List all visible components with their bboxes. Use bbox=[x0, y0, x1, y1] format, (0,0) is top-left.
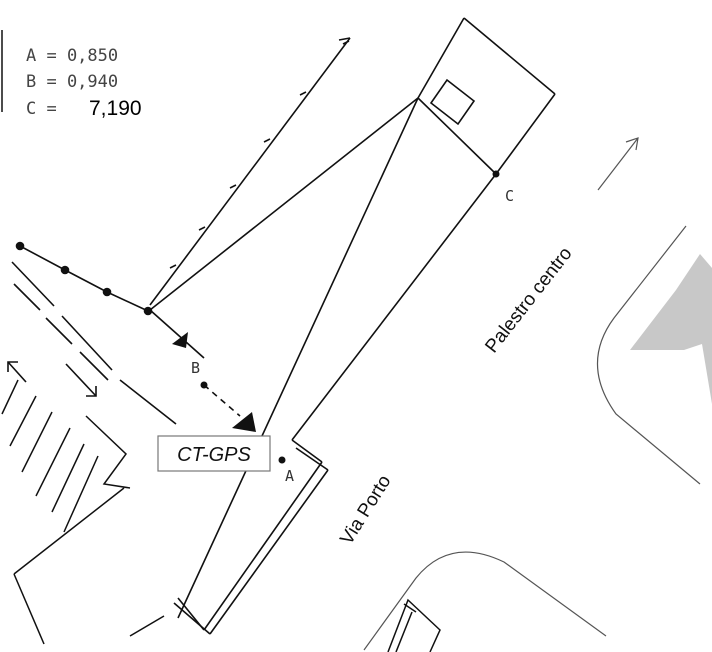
lane-arrow-down bbox=[65, 363, 97, 397]
direction-arrow bbox=[597, 137, 639, 191]
dash-segment bbox=[13, 283, 41, 311]
tick bbox=[263, 138, 271, 143]
bottom-building-cap bbox=[403, 603, 417, 613]
bottom-building bbox=[387, 598, 441, 652]
parking-kerb bbox=[85, 415, 131, 489]
legend-line-a: A = 0,850 bbox=[26, 46, 118, 66]
dash-segment bbox=[79, 351, 109, 381]
parking-stripe bbox=[21, 411, 53, 473]
fence-line bbox=[15, 241, 153, 316]
direction-marker-bottom bbox=[232, 412, 256, 432]
ct-gps-tag: CT-GPS bbox=[157, 435, 271, 472]
lane-arrows bbox=[7, 361, 97, 397]
dash-segment bbox=[45, 317, 73, 345]
lane-arrow-up-head bbox=[7, 361, 18, 372]
ticked-line bbox=[149, 37, 351, 306]
left-wall bbox=[149, 97, 419, 311]
strip-top-left-edge bbox=[417, 17, 465, 99]
kerb-bottom bbox=[363, 551, 607, 651]
bottom-building-inner bbox=[395, 611, 413, 652]
strip-top-edge bbox=[463, 17, 556, 95]
kerb-right bbox=[596, 225, 701, 485]
parking-lower-edge-2 bbox=[13, 573, 45, 645]
parking-lower-edge bbox=[13, 487, 125, 575]
point-c-marker bbox=[492, 170, 500, 178]
strip-foot-line bbox=[129, 615, 165, 637]
parking-stripe bbox=[1, 379, 19, 415]
ct-gps-label: CT-GPS bbox=[177, 444, 251, 466]
legend: A = 0,850 B = 0,940 C = 7,190 bbox=[26, 46, 142, 120]
lane-arrow-down-head bbox=[86, 386, 97, 397]
parking-stripe bbox=[35, 427, 71, 497]
tick bbox=[229, 184, 237, 189]
bottom-building-outline bbox=[387, 598, 441, 652]
strip-long-right bbox=[291, 173, 497, 441]
ticked-wall bbox=[149, 37, 351, 306]
fence-node bbox=[102, 287, 112, 297]
fence-node bbox=[60, 265, 70, 275]
building-strip bbox=[149, 17, 556, 635]
parking-stripe bbox=[9, 395, 37, 447]
fence-polyline bbox=[19, 245, 149, 312]
parking-stripe bbox=[63, 455, 99, 533]
street-label-porto: Via Porto bbox=[336, 472, 395, 549]
tick bbox=[342, 40, 350, 45]
strip-bottom-step bbox=[291, 439, 323, 463]
strip-top-right-edge bbox=[495, 93, 556, 175]
dash-segment bbox=[61, 315, 113, 371]
strip-long-left bbox=[177, 97, 419, 619]
point-c-label: C bbox=[505, 187, 514, 205]
parking-stripe bbox=[51, 443, 85, 513]
fence-node bbox=[143, 306, 153, 316]
legend-line-b: B = 0,940 bbox=[26, 72, 118, 92]
direction-arrow-head bbox=[625, 137, 639, 151]
strip-bottom-right bbox=[203, 461, 323, 631]
street-label-palestro: Palestro centro bbox=[481, 243, 576, 357]
point-a-marker bbox=[278, 456, 286, 464]
dashed-link bbox=[203, 384, 241, 417]
grey-building-block bbox=[630, 254, 712, 404]
strip-double-bottom bbox=[173, 602, 211, 635]
legend-c-prefix: C = bbox=[26, 99, 57, 119]
tick bbox=[169, 264, 177, 269]
tick-end bbox=[338, 37, 351, 41]
direction-marker-top bbox=[172, 332, 188, 348]
parking-stripes bbox=[1, 379, 165, 645]
survey-points bbox=[200, 170, 500, 464]
dash-segment bbox=[11, 261, 55, 307]
point-b-label: B bbox=[191, 359, 200, 377]
point-a-label: A bbox=[285, 467, 294, 485]
dash-segment bbox=[119, 379, 177, 425]
wall-to-b bbox=[149, 309, 205, 359]
street-kerbs bbox=[363, 225, 701, 651]
point-b-marker bbox=[200, 381, 208, 389]
direction-arrow-shaft bbox=[597, 137, 639, 191]
lane-arrow-up bbox=[7, 361, 27, 383]
tick bbox=[198, 226, 206, 231]
tick bbox=[299, 91, 307, 96]
dashed-road bbox=[11, 261, 177, 425]
strip-inner-divider bbox=[417, 97, 497, 175]
link-b-gps bbox=[172, 332, 256, 432]
strip-double-right bbox=[209, 469, 329, 635]
strip-double-top bbox=[295, 447, 329, 471]
legend-c-value: 7,190 bbox=[89, 97, 142, 120]
fence-node bbox=[15, 241, 25, 251]
small-square bbox=[429, 78, 476, 126]
ct-gps-box bbox=[157, 435, 271, 472]
